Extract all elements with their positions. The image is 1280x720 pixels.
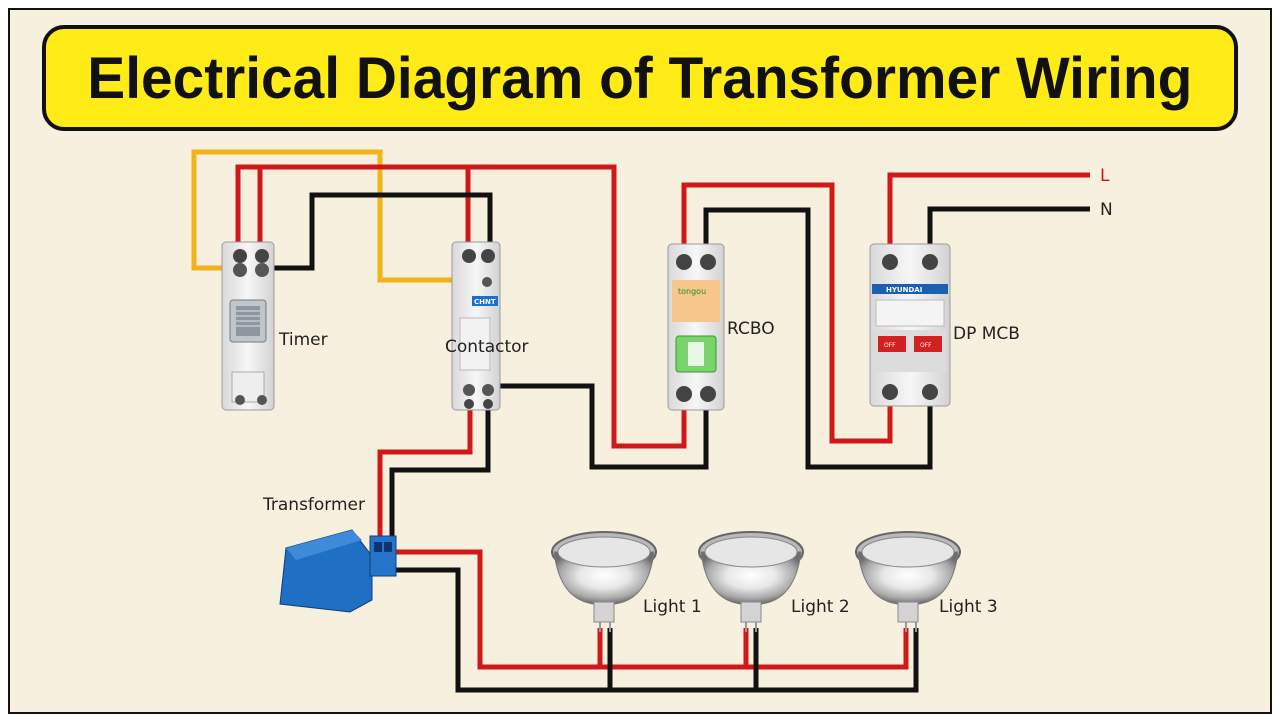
- mcb-off-right: OFF: [920, 342, 932, 349]
- live-wire-contactor-out: [377, 400, 473, 540]
- dp-mcb-device: HYUNDAI OFF OFF: [869, 243, 951, 407]
- label-light-3: Light 3: [939, 597, 998, 617]
- live-wire-timer-supply-1: [235, 164, 687, 449]
- rcbo-device: tongou: [667, 243, 725, 411]
- label-contactor: Contactor: [445, 337, 529, 357]
- mcb-off-left: OFF: [884, 342, 896, 349]
- label-rcbo: RCBO: [727, 319, 775, 339]
- control-wire: [191, 149, 486, 283]
- label-supply-n: N: [1100, 200, 1113, 220]
- label-dp-mcb: DP MCB: [953, 324, 1020, 344]
- light-bulb-2: [698, 531, 804, 632]
- label-timer: Timer: [278, 330, 328, 350]
- live-wire-rcbo-in: [681, 182, 893, 444]
- neutral-wire-lights: [392, 567, 919, 693]
- wires: [191, 149, 1090, 693]
- neutral-wire-rcbo-in: [703, 207, 933, 470]
- neutral-wire-mcb-in: [927, 206, 1090, 250]
- label-light-1: Light 1: [643, 597, 702, 617]
- neutral-wire-contactor-out: [389, 400, 491, 552]
- neutral-wire-contactor: [484, 383, 709, 470]
- page-title: Electrical Diagram of Transformer Wiring: [87, 45, 1193, 111]
- live-wire-lights: [392, 549, 909, 670]
- label-transformer: Transformer: [262, 495, 365, 515]
- title-banner: Electrical Diagram of Transformer Wiring: [42, 25, 1238, 131]
- live-wire-mcb-in: [887, 172, 1090, 250]
- label-light-2: Light 2: [791, 597, 850, 617]
- light-bulb-1: [551, 531, 657, 632]
- timer-device: [221, 241, 275, 411]
- mcb-brand: HYUNDAI: [886, 286, 922, 294]
- light-bulb-3: [855, 531, 961, 632]
- contactor-device: CHNT: [451, 241, 501, 411]
- neutral-wire-timer: [260, 192, 493, 271]
- transformer-device: [279, 529, 397, 613]
- rcbo-brand: tongou: [678, 287, 706, 296]
- label-supply-l: L: [1100, 166, 1110, 186]
- contactor-brand: CHNT: [474, 298, 496, 306]
